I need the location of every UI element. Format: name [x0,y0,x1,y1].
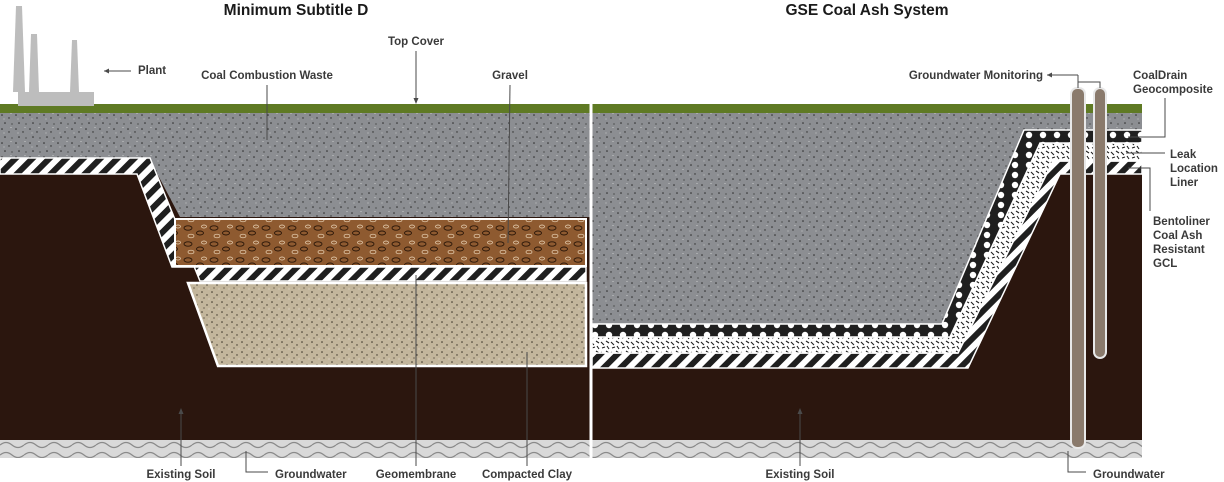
geomembrane-label: Geomembrane [376,469,457,481]
left-waste-pit [0,160,590,217]
right-top-cover [592,104,1142,113]
leak-label-line2: Location [1170,163,1218,175]
coaldrain-label-line1: CoalDrain [1133,70,1187,82]
gravel-label: Gravel [492,70,528,82]
bento-label-line2: Coal Ash [1153,230,1202,242]
coaldrain-label-line2: Geocomposite [1133,84,1213,96]
leak-label-line3: Liner [1170,177,1199,189]
left-clay-layer [186,281,588,368]
bento-label-line3: Resistant [1153,244,1205,256]
right-groundwater-band [592,440,1142,458]
top-cover-label: Top Cover [388,36,445,48]
bento-label-line4: GCL [1153,258,1177,270]
right-title: GSE Coal Ash System [785,2,948,19]
right-waste-pit [592,130,1024,326]
right-existing-soil-label: Existing Soil [765,469,834,481]
right-panel: GSE Coal Ash System Groundwater Monitori… [591,2,1218,481]
left-top-cover [0,104,590,113]
left-gravel-layer [174,218,587,267]
compacted-clay-label: Compacted Clay [482,469,573,481]
left-groundwater-band [0,440,590,458]
coal-combustion-waste-label: Coal Combustion Waste [201,70,333,82]
right-groundwater-label: Groundwater [1093,469,1165,481]
bento-label-line1: Bentoliner [1153,216,1210,228]
left-panel: Minimum Subtitle D Plant Coal Combustion… [0,0,590,481]
left-groundwater-label: Groundwater [275,469,347,481]
leak-label-line1: Leak [1170,149,1197,161]
groundwater-monitoring-label: Groundwater Monitoring [909,70,1043,82]
left-title: Minimum Subtitle D [224,2,369,19]
plant-icon [13,6,94,106]
monitoring-well-long [1070,87,1086,449]
plant-label: Plant [138,65,166,77]
coaldrain-geocomposite-layer [591,129,1143,338]
left-existing-soil-label: Existing Soil [146,469,215,481]
right-waste-fill [592,113,1142,133]
monitoring-well-short [1093,87,1107,359]
